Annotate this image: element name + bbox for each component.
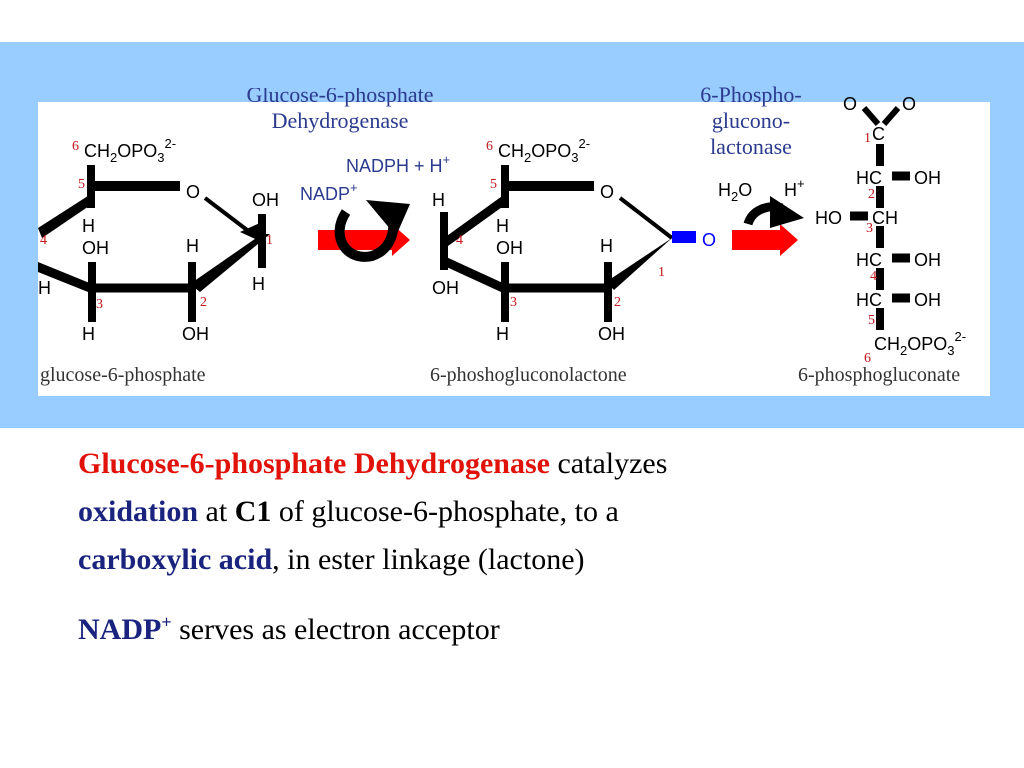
svg-text:1: 1 bbox=[658, 265, 665, 280]
gluconate-structure bbox=[850, 106, 910, 330]
lactone-structure bbox=[440, 165, 696, 322]
lactone-c2-oh: OH bbox=[598, 324, 625, 344]
glucose-c4-oh: OH bbox=[82, 238, 109, 258]
svg-text:3: 3 bbox=[510, 295, 517, 310]
lactone-c5-h: H bbox=[496, 216, 509, 236]
lactone-c3-h: H bbox=[600, 236, 613, 256]
svg-text:4: 4 bbox=[40, 233, 47, 248]
water-label: H2O bbox=[718, 180, 752, 204]
reaction-arrow-1 bbox=[318, 200, 410, 262]
svg-text:3: 3 bbox=[96, 297, 103, 312]
svg-text:2: 2 bbox=[200, 295, 207, 310]
c3-ho-label: HO bbox=[815, 208, 842, 228]
enzyme-lactonase-line1: 6-Phospho- bbox=[700, 82, 802, 107]
c2-oh-label: OH bbox=[914, 168, 941, 188]
svg-text:6: 6 bbox=[864, 351, 871, 366]
c2-hc-label: HC bbox=[856, 168, 882, 188]
text-ester-linkage: , in ester linkage (lactone) bbox=[272, 543, 585, 576]
svg-text:1: 1 bbox=[864, 131, 871, 146]
svg-text:6: 6 bbox=[486, 139, 493, 154]
enzyme-name-highlight: Glucose-6-phosphate Dehydrogenase bbox=[78, 447, 550, 480]
carboxyl-oxygen-left: O bbox=[843, 94, 857, 114]
text-at: at bbox=[198, 495, 235, 528]
text-of-glucose: of glucose-6-phosphate, to a bbox=[271, 495, 619, 528]
c4-hc-label: HC bbox=[856, 250, 882, 270]
paragraph-1: Glucose-6-phosphate Dehydrogenase cataly… bbox=[78, 440, 667, 584]
nadp-highlight: NADP+ bbox=[78, 612, 172, 646]
nadph-label: NADPH + H+ bbox=[346, 152, 450, 176]
caption-6-phosphogluconolactone: 6-phoshogluconolactone bbox=[430, 364, 627, 386]
proton-label: H+ bbox=[784, 176, 805, 200]
cofactor-labels-2: H2O H+ bbox=[718, 176, 805, 204]
lactone-c4-h: H bbox=[432, 190, 445, 210]
svg-text:5: 5 bbox=[490, 177, 497, 192]
enzyme-g6pd-line2: Dehydrogenase bbox=[271, 108, 409, 133]
gluconate-ch2opo3-label: CH2OPO32- bbox=[874, 329, 966, 358]
text-electron-acceptor: serves as electron acceptor bbox=[171, 613, 500, 646]
c5-oh-label: OH bbox=[914, 290, 941, 310]
caption-6-phosphogluconate: 6-phosphogluconate bbox=[798, 364, 961, 386]
enzyme-lactonase-label: 6-Phospho- glucono- lactonase bbox=[670, 82, 832, 160]
c3-ch-label: CH bbox=[872, 208, 898, 228]
glucose-ring-oxygen: O bbox=[186, 182, 200, 202]
c4-oh-label: OH bbox=[914, 250, 941, 270]
enzyme-g6pd-label: Glucose-6-phosphate Dehydrogenase bbox=[214, 88, 466, 142]
c1-highlight: C1 bbox=[234, 495, 272, 528]
cofactor-labels-1: NADPH + H+ NADP+ bbox=[300, 152, 450, 204]
svg-text:5: 5 bbox=[868, 313, 875, 328]
enzyme-lactonase-line2: glucono- bbox=[711, 108, 791, 133]
svg-text:2: 2 bbox=[868, 187, 875, 202]
glucose-c1-h: H bbox=[252, 274, 265, 294]
figure-panel bbox=[38, 102, 990, 396]
glucose-c3-h: H bbox=[186, 236, 199, 256]
nadp-label: NADP+ bbox=[300, 180, 358, 204]
lactone-ring-oxygen: O bbox=[600, 182, 614, 202]
carboxyl-oxygen-right: O bbox=[902, 94, 916, 114]
svg-text:6: 6 bbox=[72, 139, 79, 154]
svg-text:2: 2 bbox=[614, 295, 621, 310]
oxidation-highlight: oxidation bbox=[78, 495, 199, 528]
gluconate-carbon-numbers: 1 2 3 4 5 6 bbox=[864, 131, 877, 366]
lactone-c4-oh: OH bbox=[496, 238, 523, 258]
c1-label: C bbox=[872, 124, 885, 144]
enzyme-lactonase-line3: lactonase bbox=[710, 134, 792, 159]
lactone-ch2opo3-label: CH2OPO32- bbox=[498, 136, 590, 165]
glucose-c3-h-lower: H bbox=[82, 324, 95, 344]
lactone-carbonyl-oxygen: O bbox=[702, 230, 716, 250]
carboxylic-acid-highlight: carboxylic acid bbox=[78, 543, 273, 576]
glucose-c1-oh: OH bbox=[252, 190, 279, 210]
reaction-arrow-2 bbox=[732, 196, 804, 256]
glucose-carbon-numbers: 6 5 4 3 2 1 bbox=[40, 139, 273, 312]
paragraph-2: NADP+ serves as electron acceptor bbox=[78, 598, 667, 654]
svg-text:1: 1 bbox=[266, 233, 273, 248]
glucose-c2-oh: OH bbox=[182, 324, 209, 344]
glucose-c4-h: H bbox=[38, 278, 51, 298]
lactone-labels: CH2OPO32- O H H OH H OH H OH O bbox=[432, 136, 716, 344]
lactone-c3-h-lower: H bbox=[496, 324, 509, 344]
glucose-labels: CH2OPO32- O OH H OH H H H H OH bbox=[38, 136, 279, 344]
svg-text:5: 5 bbox=[78, 177, 85, 192]
text-catalyzes: catalyzes bbox=[549, 447, 668, 480]
c5-hc-label: HC bbox=[856, 290, 882, 310]
glucose-ch2opo3-label: CH2OPO32- bbox=[84, 136, 176, 165]
lactone-c4-oh-lower: OH bbox=[432, 278, 459, 298]
glucose-6-phosphate-structure bbox=[38, 165, 270, 322]
explanation-text: Glucose-6-phosphate Dehydrogenase cataly… bbox=[78, 440, 667, 654]
svg-text:4: 4 bbox=[870, 269, 877, 284]
svg-text:4: 4 bbox=[456, 233, 463, 248]
gluconate-labels: O O C HC OH HO CH HC OH HC OH CH2OPO32- bbox=[815, 94, 966, 358]
reaction-diagram: CH2OPO32- O OH H OH H H H H OH 6 5 4 3 2… bbox=[38, 94, 966, 366]
caption-glucose-6-phosphate: glucose-6-phosphate bbox=[40, 364, 206, 386]
lactone-carbon-numbers: 6 5 4 3 2 1 bbox=[456, 139, 665, 310]
enzyme-g6pd-line1: Glucose-6-phosphate bbox=[246, 88, 434, 107]
glucose-c5-h: H bbox=[82, 216, 95, 236]
svg-text:3: 3 bbox=[866, 221, 873, 236]
